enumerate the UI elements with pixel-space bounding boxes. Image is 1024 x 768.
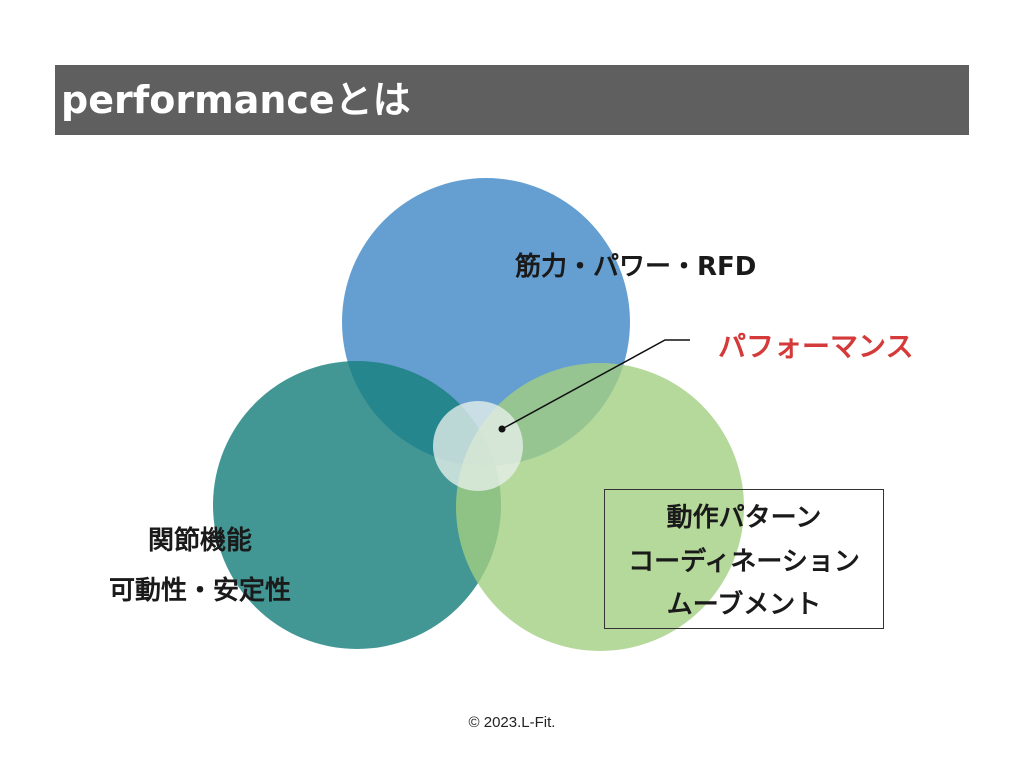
circle-performance-center — [433, 401, 523, 491]
label-movement-line-1: 動作パターン — [666, 502, 822, 533]
label-movement-box: 動作パターン コーディネーション ムーブメント — [604, 489, 884, 629]
copyright-footer: © 2023.L-Fit. — [468, 714, 556, 731]
circle-joint-function — [213, 361, 501, 649]
label-joint-line-1: 関節機能 — [147, 526, 252, 556]
callout-line — [501, 339, 690, 430]
title-bar: performanceとは — [55, 65, 969, 135]
label-joint-line-2: 可動性・安定性 — [108, 576, 291, 606]
slide-title: performanceとは — [61, 78, 411, 122]
circle-movement — [456, 363, 744, 651]
label-joint-function: 関節機能 可動性・安定性 — [90, 516, 310, 616]
label-movement-line-3: ムーブメント — [666, 590, 822, 621]
label-movement-line-2: コーディネーション — [628, 546, 860, 577]
label-performance: パフォーマンス — [718, 330, 914, 363]
label-strength: 筋力・パワー・RFD — [515, 252, 757, 282]
callout-dot — [498, 425, 506, 433]
